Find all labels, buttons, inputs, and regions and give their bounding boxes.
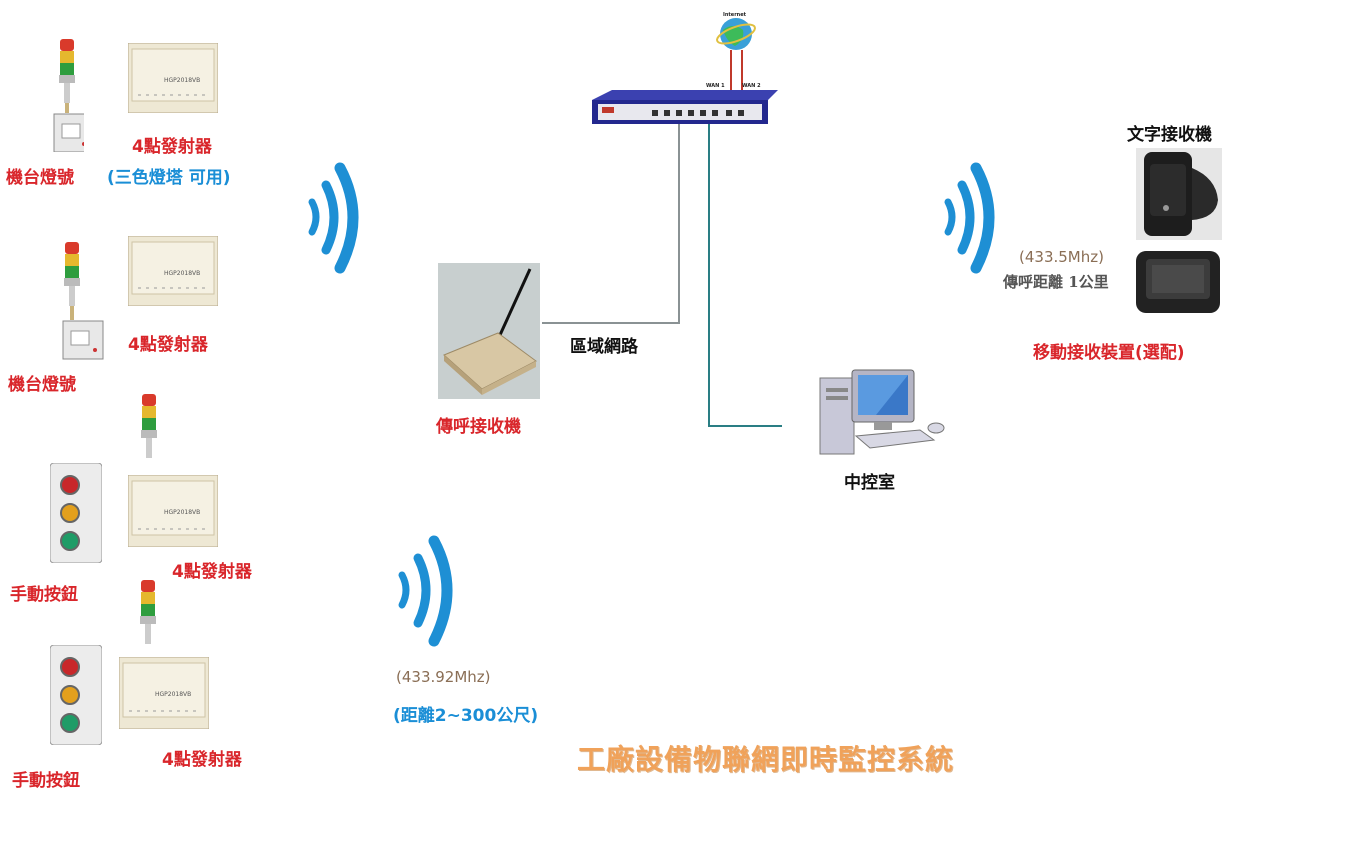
wireless-wave-icon [398, 535, 453, 647]
text-receiver-label: 文字接收機 [1127, 125, 1212, 145]
lan-line-receiver [542, 116, 680, 324]
control-room-computer [816, 366, 948, 466]
lan-line-control-room [708, 116, 782, 427]
router-device: WAN 1 WAN 2 [592, 83, 778, 132]
pager-icon [1136, 251, 1220, 313]
transmitter-module-icon [127, 42, 219, 114]
transmitter-module-3: HGP2018VB [127, 474, 219, 551]
lan-label: 區域網路 [570, 337, 638, 357]
wan2-label: WAN 2 [742, 83, 761, 89]
transmitter-module-icon [127, 235, 219, 307]
system-title: 工廠設備物聯網即時監控系統 [577, 743, 955, 776]
device-label-1: 機台燈號 [6, 168, 74, 188]
signal-tower-2 [57, 237, 107, 369]
pager-receiver [438, 263, 540, 403]
device-label-4: 手動按鈕 [12, 771, 80, 791]
pager-device [1134, 247, 1222, 321]
smart-watch-icon [1136, 148, 1222, 240]
signal-tower-icon [62, 242, 104, 360]
push-button-icon [49, 462, 103, 564]
module-model: HGP2018VB [164, 77, 201, 84]
push-button-box-1 [49, 462, 103, 567]
internet-label: Internet [723, 12, 747, 18]
radio-distance: (距離2~300公尺) [393, 706, 539, 726]
mobile-frequency: (433.5Mhz) [1019, 248, 1104, 266]
module-model: HGP2018VB [164, 509, 201, 516]
signal-tower-3 [135, 392, 165, 471]
internet-globe: Internet [715, 12, 759, 56]
wireless-wave-icon [944, 162, 995, 274]
device-label-3: 手動按鈕 [10, 585, 78, 605]
signal-tower-icon [53, 39, 93, 153]
push-button-icon [49, 644, 103, 746]
push-button-box-2 [49, 644, 103, 749]
receiver-label: 傳呼接收機 [436, 417, 521, 437]
signal-tower-1 [50, 36, 93, 156]
transmitter-module-icon [127, 474, 219, 548]
mobile-group-label: 移動接收裝置(選配) [1033, 343, 1185, 363]
transmitter-module-icon [118, 656, 210, 730]
pager-receiver-icon [438, 263, 540, 399]
signal-tower-icon [140, 580, 156, 644]
signal-tower-4 [134, 578, 164, 657]
transmitter-module-2: HGP2018VB [127, 235, 219, 310]
transmitter-label-3: 4點發射器 [172, 562, 252, 582]
module-model: HGP2018VB [164, 270, 201, 277]
router-icon [592, 90, 778, 124]
transmitter-label-2: 4點發射器 [128, 335, 208, 355]
control-room-label: 中控室 [844, 473, 895, 493]
transmitter-module-4: HGP2018VB [118, 656, 210, 733]
tower-note: (三色燈塔 可用) [107, 168, 231, 188]
wireless-wave-icon [308, 162, 359, 274]
mobile-distance: 傳呼距離 1公里 [1003, 273, 1109, 291]
transmitter-label-1: 4點發射器 [132, 137, 212, 157]
module-model: HGP2018VB [155, 691, 192, 698]
computer-icon [819, 369, 945, 455]
radio-frequency: (433.92Mhz) [396, 668, 491, 686]
wan1-label: WAN 1 [706, 83, 725, 89]
transmitter-module-1: HGP2018VB [127, 42, 219, 117]
internet-globe-icon [716, 18, 756, 50]
transmitter-label-4: 4點發射器 [162, 750, 242, 770]
signal-tower-icon [141, 394, 157, 458]
smart-watch [1136, 148, 1222, 244]
device-label-2: 機台燈號 [8, 375, 76, 395]
